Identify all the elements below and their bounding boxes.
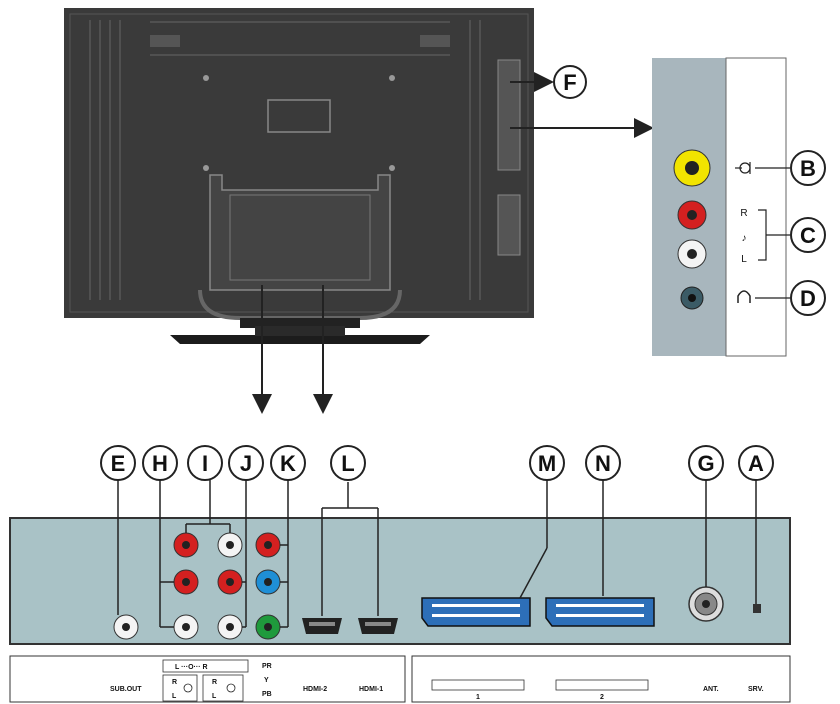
- antenna-port: [688, 586, 724, 622]
- pr-label: PR: [262, 663, 272, 670]
- svg-text:I: I: [202, 451, 208, 476]
- svg-text:C: C: [800, 223, 816, 248]
- rear-connector-panel: [9, 517, 791, 645]
- callout-F: F: [553, 65, 587, 99]
- svg-text:A: A: [748, 451, 764, 476]
- scart-1-label: 1: [476, 694, 480, 701]
- j-jack-white: [217, 614, 243, 640]
- component-y-jack: [255, 569, 281, 595]
- audio-l-label: L: [741, 254, 747, 265]
- hdmi-2-label: HDMI-2: [303, 686, 327, 693]
- scart-2-label: 2: [600, 694, 604, 701]
- audio-jack-left: [677, 239, 707, 269]
- callout-L: L: [330, 445, 366, 481]
- h-jack-white: [173, 614, 199, 640]
- sub-out-label: SUB.OUT: [110, 686, 142, 693]
- svg-text:M: M: [538, 451, 556, 476]
- svg-text:E: E: [111, 451, 126, 476]
- callout-I: I: [187, 445, 223, 481]
- l2-label: L: [212, 693, 217, 700]
- i-jack-red: [173, 532, 199, 558]
- video-in-icon: [183, 683, 193, 693]
- callout-C: C: [790, 217, 826, 253]
- svg-text:G: G: [697, 451, 714, 476]
- component-pb-jack: [255, 614, 281, 640]
- l1-label: L: [172, 693, 177, 700]
- callout-K: K: [270, 445, 306, 481]
- callout-J: J: [228, 445, 264, 481]
- audio-lr-label: L ···O··· R: [175, 664, 208, 671]
- callout-B: B: [790, 150, 826, 186]
- audio-r-label: R: [740, 208, 747, 219]
- h-jack-red: [173, 569, 199, 595]
- scart-2-port: [545, 597, 655, 627]
- svg-text:K: K: [280, 451, 296, 476]
- callout-N: N: [585, 445, 621, 481]
- svg-text:J: J: [240, 451, 252, 476]
- audio-jack-right: [677, 200, 707, 230]
- svg-text:L: L: [341, 451, 354, 476]
- headphone-icon: [737, 290, 751, 303]
- label-strip: SUB.OUT L ···O··· R R L R L PR Y PB HDMI…: [9, 655, 791, 703]
- headphone-jack: [680, 286, 704, 310]
- srv-label: SRV.: [748, 686, 764, 693]
- video-in-icon: [226, 683, 236, 693]
- tv-back: [64, 8, 534, 344]
- pb-label: PB: [262, 691, 272, 698]
- video-in-icon: [735, 162, 751, 174]
- callout-H: H: [142, 445, 178, 481]
- j-jack-red: [217, 569, 243, 595]
- svg-text:D: D: [800, 286, 816, 311]
- hdmi-1-port: [358, 618, 398, 634]
- r2-label: R: [212, 679, 217, 686]
- ant-label: ANT.: [703, 686, 719, 693]
- callout-G: G: [688, 445, 724, 481]
- svg-text:F: F: [563, 70, 576, 95]
- i-jack-white: [217, 532, 243, 558]
- side-panel: R ♪ L: [652, 57, 787, 357]
- service-port: [753, 604, 761, 613]
- component-pr-jack: [255, 532, 281, 558]
- y-label: Y: [264, 677, 269, 684]
- callout-A: A: [738, 445, 774, 481]
- scart-1-port: [421, 597, 531, 627]
- callout-D: D: [790, 280, 826, 316]
- svg-text:H: H: [152, 451, 168, 476]
- music-note-icon: ♪: [742, 233, 747, 244]
- hdmi-1-label: HDMI-1: [359, 686, 383, 693]
- r1-label: R: [172, 679, 177, 686]
- svg-text:N: N: [595, 451, 611, 476]
- hdmi-2-port: [302, 618, 342, 634]
- video-jack-yellow: [673, 149, 711, 187]
- callout-E: E: [100, 445, 136, 481]
- callout-M: M: [529, 445, 565, 481]
- sub-out-jack: [113, 614, 139, 640]
- svg-text:B: B: [800, 156, 816, 181]
